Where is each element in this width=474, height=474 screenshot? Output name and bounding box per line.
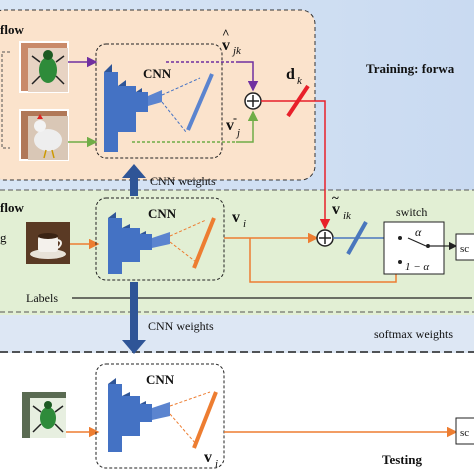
- bottom-feature-bar: [192, 391, 218, 449]
- beetle-image-top: [19, 41, 69, 93]
- d-k-symbol: d: [286, 66, 295, 83]
- testing-title: Testing: [382, 452, 422, 467]
- v-ik-subscript: ik: [343, 210, 352, 222]
- mid-v-i-symbol: v: [232, 209, 240, 226]
- top-plus-node: [244, 92, 262, 110]
- v-jk-symbol: v: [222, 37, 230, 54]
- v-j-superscript: -: [233, 111, 237, 125]
- d-k-bar: [286, 84, 310, 118]
- alpha-label: α: [415, 225, 422, 239]
- top-flow-label: flow: [0, 22, 24, 37]
- switch-label: switch: [396, 205, 427, 219]
- top-cnn-shape: [104, 64, 162, 152]
- bottom-v-i-subscript: i: [215, 458, 218, 470]
- cnn-weights-bottom-label: CNN weights: [148, 319, 214, 333]
- top-cnn-box: [95, 43, 223, 159]
- band-background: [0, 315, 474, 353]
- mid-cnn-label: CNN: [148, 206, 177, 221]
- v-ik-tilde: ~: [332, 190, 339, 205]
- mid-cnn-fan-1: [169, 219, 207, 237]
- top-feature-bar: [186, 73, 214, 131]
- beetle-image-bottom: [22, 392, 66, 438]
- red-down-arrow: [300, 100, 331, 230]
- labels-text: Labels: [26, 291, 58, 305]
- mid-cnn-shape: [108, 212, 170, 274]
- mid-cnn-fan-2: [169, 241, 197, 263]
- cnn-weights-top-label: CNN weights: [150, 174, 216, 188]
- bottom-v-i-symbol: v: [204, 449, 212, 466]
- v-jk-hat: ^: [222, 26, 230, 41]
- bottom-cnn-label: CNN: [146, 372, 175, 387]
- bottom-softmax-box: [455, 417, 474, 445]
- top-cnn-label: CNN: [143, 66, 172, 81]
- bottom-cnn-shape: [108, 378, 170, 452]
- v-jk-subscript: jk: [231, 45, 242, 57]
- v-ik-symbol: v: [332, 201, 340, 218]
- cnn-weights-up-arrow: [122, 164, 146, 196]
- bottom-cnn-box: [95, 363, 225, 469]
- image-bracket: [1, 51, 10, 149]
- mid-g-label: g: [0, 230, 7, 245]
- mid-softmax-box: [455, 233, 474, 261]
- mid-feature-bar: [192, 217, 216, 269]
- mid-sc-label: sc: [460, 243, 469, 255]
- chicken-image-top: [19, 109, 69, 161]
- top-green-arrow: [236, 110, 259, 143]
- v-j-symbol: v: [226, 117, 234, 134]
- one-minus-alpha-label: 1 − α: [405, 261, 429, 273]
- bottom-sc-label: sc: [460, 427, 469, 439]
- cnn-weights-down-arrow: [122, 282, 146, 354]
- v-j-subscript: j: [235, 127, 240, 139]
- top-cnn-fan-1: [161, 77, 201, 96]
- training-title: Training: forwa: [366, 61, 455, 76]
- mid-flow-label: flow: [0, 200, 24, 215]
- top-cnn-fan-2: [161, 101, 187, 133]
- mid-cnn-box: [95, 197, 225, 281]
- coffee-image: [26, 222, 70, 264]
- d-k-subscript: k: [297, 75, 303, 87]
- v-ik-bar: [346, 221, 368, 255]
- switch-symbol: [398, 236, 444, 264]
- mid-plus-node: [316, 229, 334, 247]
- softmax-weights-label: softmax weights: [374, 327, 453, 341]
- bottom-cnn-fan-2: [169, 413, 197, 445]
- top-purple-arrow: [236, 61, 259, 92]
- switch-box: [383, 221, 445, 275]
- bottom-cnn-fan-1: [169, 391, 211, 407]
- mid-v-i-subscript: i: [243, 218, 246, 230]
